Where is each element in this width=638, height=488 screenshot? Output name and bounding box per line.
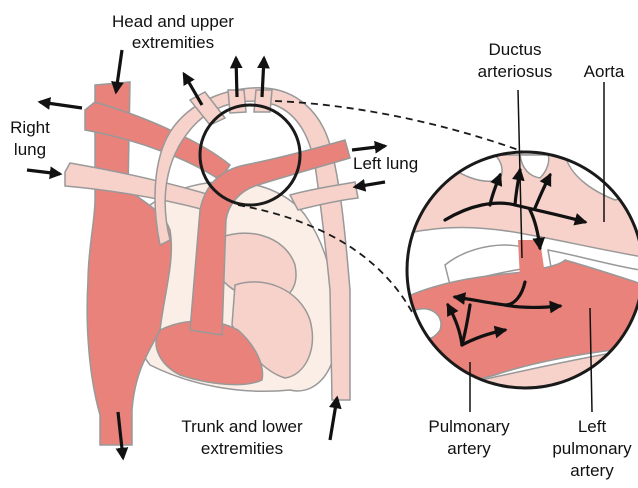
arrow-left-lung-in: [355, 182, 385, 187]
label-ductus-1: Ductus: [489, 40, 542, 59]
arrow-aorta-up: [330, 398, 337, 440]
label-left-pulmonary-1: Left: [578, 417, 607, 436]
label-left-lung: Left lung: [353, 154, 418, 173]
label-pulmonary-artery-2: artery: [447, 439, 491, 458]
label-right-lung-2: lung: [14, 140, 46, 159]
label-pulmonary-artery-1: Pulmonary: [428, 417, 510, 436]
label-ductus-2: arteriosus: [478, 62, 553, 81]
label-right-lung-1: Right: [10, 118, 50, 137]
arrow-right-lung-in: [27, 170, 60, 174]
arrow-right-lung-out: [40, 102, 82, 108]
arrow-left-lung-out: [352, 146, 385, 150]
arrow-head-2: [236, 58, 237, 97]
label-head-upper-1: Head and upper: [112, 12, 234, 31]
label-aorta: Aorta: [584, 62, 625, 81]
label-trunk-lower-1: Trunk and lower: [181, 417, 303, 436]
label-left-pulmonary-3: artery: [570, 461, 614, 480]
label-left-pulmonary-2: pulmonary: [552, 439, 632, 458]
magnified-view: [390, 152, 638, 420]
arrow-head-3: [262, 58, 264, 97]
label-head-upper-2: extremities: [132, 33, 214, 52]
label-trunk-lower-2: extremities: [201, 439, 283, 458]
